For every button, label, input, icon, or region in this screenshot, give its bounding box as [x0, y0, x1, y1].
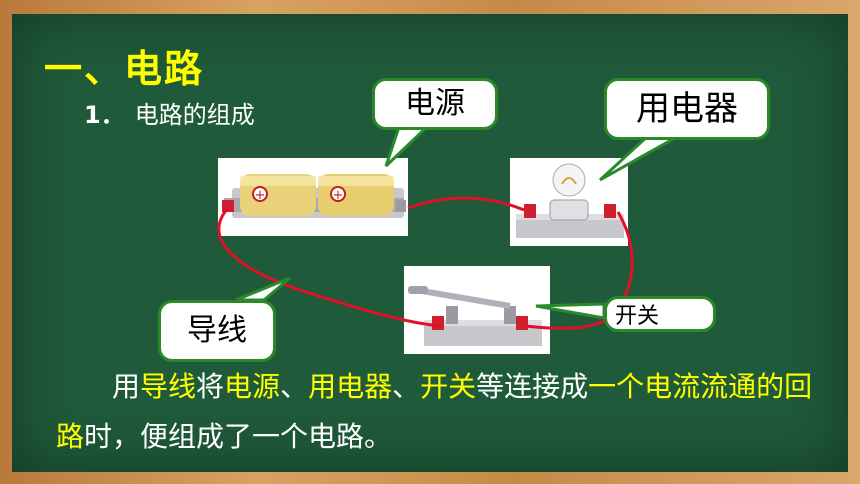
- highlighted-term: 用电器: [308, 370, 393, 403]
- subtitle-number: 1．: [84, 101, 125, 129]
- body-text-segment: 等连接成: [476, 370, 589, 403]
- body-text-segment: 将: [196, 370, 225, 403]
- knife-switch-image: [404, 266, 550, 354]
- callout-switch: 开关: [604, 296, 716, 332]
- body-indent-word: 用: [112, 370, 141, 403]
- section-subtitle: 1． 电路的组成: [84, 95, 255, 130]
- callout-wire: 导线: [158, 300, 276, 362]
- callout-power-source: 电源: [372, 78, 498, 130]
- battery-icon: + +: [222, 174, 406, 218]
- body-text-segment: 、: [392, 370, 421, 403]
- highlighted-term: 一个电流流通的回路: [56, 370, 813, 453]
- body-text-segment: 、: [280, 370, 309, 403]
- switch-icon: [408, 286, 542, 346]
- highlighted-term: 开关: [420, 370, 477, 403]
- definition-text: 用导线将电源、用电器、开关等连接成一个电流流通的回路时，便组成了一个电路。: [56, 362, 826, 462]
- highlighted-term: 导线: [140, 370, 197, 403]
- body-text-segment: 时，便组成了一个电路。: [84, 420, 393, 453]
- callout-appliance: 用电器: [604, 78, 770, 140]
- svg-text:+: +: [333, 188, 344, 203]
- highlighted-term: 电源: [224, 370, 281, 403]
- subtitle-text: 电路的组成: [134, 101, 255, 129]
- svg-text:+: +: [255, 188, 266, 203]
- light-bulb-image: [510, 158, 628, 246]
- bulb-icon: [516, 163, 624, 238]
- page-title: 一、电路: [44, 47, 205, 91]
- battery-pack-image: + +: [218, 158, 408, 236]
